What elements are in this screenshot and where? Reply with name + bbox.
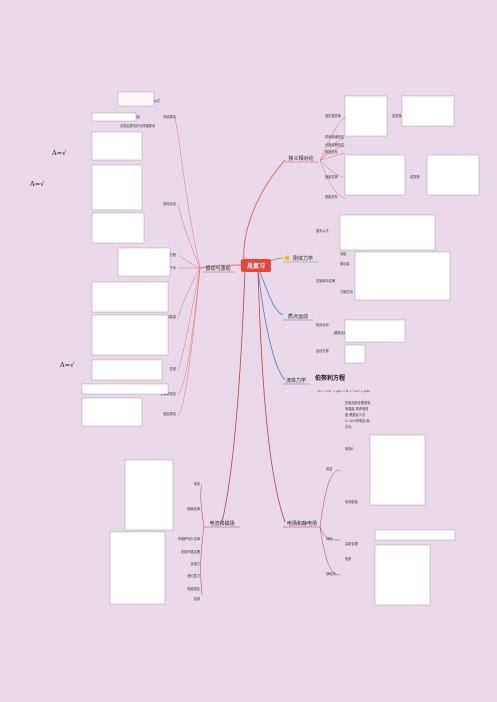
formula-A-eq: A=√ <box>51 149 67 157</box>
svg-text:差,根据定义式: 差,根据定义式 <box>345 412 366 417</box>
svg-text:场强度,再求电势: 场强度,再求电势 <box>345 406 369 411</box>
svg-text:振动与波动: 振动与波动 <box>205 265 230 272</box>
magnet-connectors <box>200 484 205 596</box>
svg-text:伯努利方程: 伯努利方程 <box>315 374 345 382</box>
svg-text:时间延缓效应: 时间延缓效应 <box>325 134 345 139</box>
svg-text:力矩的功: 力矩的功 <box>340 289 353 294</box>
bernoulli-formula: P₁ + ½ρv₁² + ρgh₁ = P₂ + ½ρv₂² + ρgh₂ <box>318 389 370 393</box>
svg-text:阻尼振动: 阻尼振动 <box>163 411 176 416</box>
electro-intro: 先用高斯定理求电 场强度,再求电势 差,根据定义式 C=Q/U求电容,串 并为: <box>345 400 371 429</box>
electro-connectors <box>319 469 341 576</box>
svg-text:动能: 动能 <box>340 251 347 256</box>
svg-text:多普勒效应: 多普勒效应 <box>160 391 177 396</box>
svg-text:洛伦兹力: 洛伦兹力 <box>187 573 200 578</box>
svg-text:电流: 电流 <box>194 481 201 486</box>
svg-text:先用高斯定理求电: 先用高斯定理求电 <box>345 400 371 405</box>
svg-text:合成后振动仍为简谐振动: 合成后振动仍为简谐振动 <box>120 123 155 128</box>
svg-text:运动方程: 运动方程 <box>316 348 330 353</box>
svg-text:电流和磁场: 电流和磁场 <box>209 520 234 527</box>
left-connectors <box>174 117 201 416</box>
svg-text:电场和静电场: 电场和静电场 <box>287 520 317 527</box>
svg-text:刚体力学: 刚体力学 <box>293 255 313 262</box>
electro-subtopics: 电容 电场E 电场能量 导体 静电场 高斯定理 电势 <box>326 446 359 576</box>
svg-text:质能关系: 质能关系 <box>325 194 338 199</box>
svg-text:导体: 导体 <box>326 536 333 541</box>
svg-text:驻波: 驻波 <box>170 366 177 371</box>
svg-text:高斯定理: 高斯定理 <box>345 541 359 546</box>
branch-magnetism[interactable]: 电流和磁场 <box>204 520 240 528</box>
svg-text:质速关系: 质速关系 <box>325 149 338 154</box>
svg-text:流体力学: 流体力学 <box>286 377 306 384</box>
svg-text:狭义相对论: 狭义相对论 <box>288 155 313 162</box>
svg-text:并为:: 并为: <box>345 424 352 429</box>
svg-text:静电场: 静电场 <box>326 571 336 576</box>
svg-text:波的能量: 波的能量 <box>163 314 177 319</box>
svg-text:速度变换: 速度变换 <box>325 174 339 179</box>
svg-text:基本公式: 基本公式 <box>316 228 330 233</box>
svg-text:自感: 自感 <box>194 596 201 601</box>
svg-text:圆周运动: 圆周运动 <box>334 330 347 335</box>
svg-text:定轴转动定律: 定轴转动定律 <box>316 278 336 283</box>
svg-text:质点运动: 质点运动 <box>288 313 308 320</box>
svg-text:C=Q/U求电容,串: C=Q/U求电容,串 <box>345 418 370 423</box>
hub-label: 总复习 <box>247 262 265 270</box>
svg-text:能量: 能量 <box>134 114 141 119</box>
svg-text:简谐振动: 简谐振动 <box>163 114 176 119</box>
svg-text:安培力: 安培力 <box>190 561 200 566</box>
svg-text:电场E: 电场E <box>345 446 353 451</box>
rigid-subtopics: 基本公式 定轴转动定律 动能 角动量 力矩的功 <box>316 228 353 294</box>
svg-text:电磁感应: 电磁感应 <box>187 586 201 591</box>
hub-node[interactable]: 总复习 <box>241 259 271 272</box>
formula-A-eq-3: A=√ <box>59 361 75 369</box>
right-top-connectors <box>319 116 346 199</box>
relativity-formulas <box>344 95 480 196</box>
svg-text:欧姆定律: 欧姆定律 <box>187 506 201 511</box>
branch-vibration[interactable]: 振动与波动 <box>203 265 235 273</box>
branch-particle-motion[interactable]: 质点运动 <box>283 313 313 321</box>
svg-text:振动合成: 振动合成 <box>163 201 177 206</box>
magnet-subtopics: 电流 欧姆定律 毕奥萨伐尔定律 安培环路定理 安培力 洛伦兹力 电磁感应 自感 <box>178 481 201 601</box>
branch-rigid-body[interactable]: 刚体力学 <box>283 255 318 263</box>
svg-text:相对运动: 相对运动 <box>316 322 329 327</box>
svg-text:角动量: 角动量 <box>340 261 350 266</box>
branch-fluid[interactable]: 流体力学 伯努利方程 P₁ + ½ρv₁² + ρgh₁ = P₂ + ½ρv₂… <box>283 374 370 393</box>
svg-text:安培环路定理: 安培环路定理 <box>181 549 201 554</box>
relativity-subtopics: 洛伦兹变换 时间延缓效应 长度收缩效应 质速关系 速度变换 质能关系 逆变换 逆… <box>325 113 420 199</box>
vibration-formulas <box>81 91 171 427</box>
svg-text:长度收缩效应: 长度收缩效应 <box>325 142 345 147</box>
svg-text:电势: 电势 <box>345 556 352 561</box>
svg-text:电容: 电容 <box>326 466 333 471</box>
formula-A-eq-2: A=√ <box>29 180 45 188</box>
smile-icon <box>284 255 290 261</box>
svg-text:毕奥萨伐尔定律: 毕奥萨伐尔定律 <box>178 536 201 541</box>
svg-text:逆变换: 逆变换 <box>410 174 420 179</box>
branch-electrostatics[interactable]: 电场和静电场 <box>283 520 320 528</box>
svg-text:逆变换: 逆变换 <box>392 113 402 118</box>
svg-text:电场能量: 电场能量 <box>345 499 359 504</box>
particle-subtopics: 相对运动 圆周运动 运动方程 <box>316 322 347 353</box>
magnet-formulas <box>109 459 174 605</box>
particle-formulas <box>344 319 406 364</box>
electro-formulas <box>369 434 456 606</box>
svg-text:洛伦兹变换: 洛伦兹变换 <box>325 113 342 118</box>
rigid-formulas <box>339 214 451 301</box>
branch-relativity[interactable]: 狭义相对论 <box>285 155 318 163</box>
